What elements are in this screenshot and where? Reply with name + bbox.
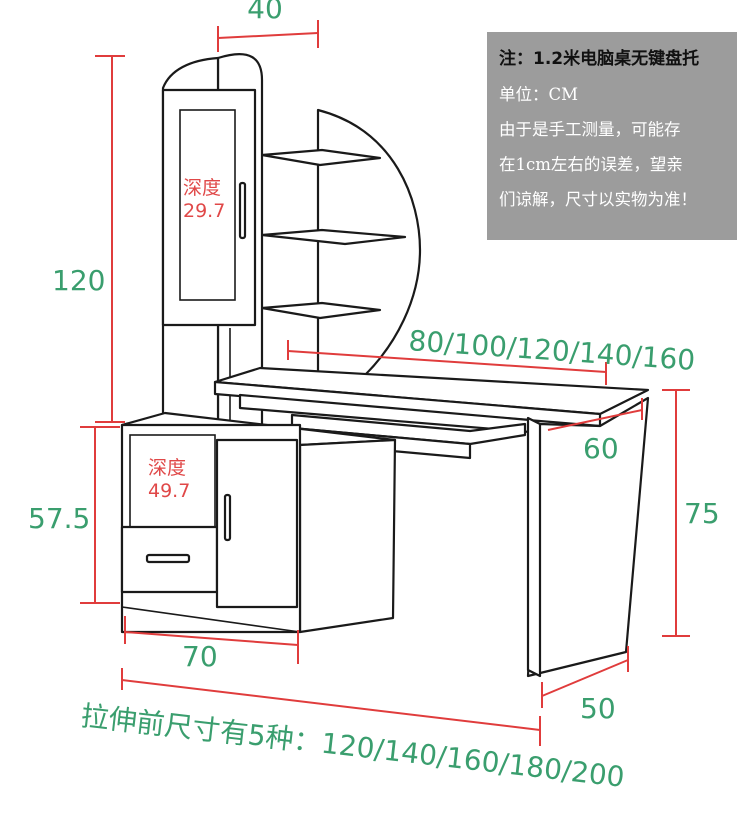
label-cabinet-height: 57.5 [28,502,90,535]
dim-top-width [217,20,319,52]
label-leg-depth: 50 [580,692,616,725]
label-cabinet-width: 70 [182,640,218,673]
desk-right-leg-front [526,416,542,678]
dim-extended-length [121,668,541,746]
dim-cabinet-height [80,426,120,604]
spec-note-line: 单位：CM [499,85,579,104]
dim-cabinet-width [124,616,299,664]
label-desk-height: 75 [684,497,720,530]
hutch-glass-panel [179,109,236,301]
cabinet-side [298,438,397,634]
dim-leg-depth [541,646,629,708]
label-total-height: 120 [52,264,105,297]
label-extended-sizes: 拉伸前尺寸有5种：120/140/160/180/200 [79,699,626,794]
spec-note: 注：1.2米电脑桌无键盘托 单位：CM 由于是手工测量，可能存 在1cm左右的误… [487,32,737,240]
lower-depth-label: 深度 [148,457,186,479]
spec-note-line: 们谅解，尺寸以实物为准！ [499,190,697,209]
dim-desk-depth [547,398,643,431]
spec-note-line: 由于是手工测量，可能存 [499,120,681,139]
dim-desk-height [662,389,690,637]
dim-desk-length [287,340,607,385]
lower-depth-value: 49.7 [148,480,190,502]
hutch-shelf-top [260,148,382,167]
label-top-width: 40 [247,0,283,25]
hutch-shelf-bottom [260,301,382,320]
label-desk-depth: 60 [583,432,619,465]
upper-depth-value: 29.7 [183,200,225,222]
hutch-shelf-middle [260,228,407,246]
spec-note-line: 在1cm左右的误差，望亲 [499,155,683,174]
hutch-door-handle [238,181,247,240]
desk-right-leg [526,396,650,678]
cabinet-base [121,606,301,633]
spec-note-title: 注：1.2米电脑桌无键盘托 [499,49,700,69]
dim-total-height [95,55,125,423]
upper-depth-label: 深度 [183,177,221,199]
cabinet-door-handle [223,493,232,542]
drawer-handle [145,553,191,564]
